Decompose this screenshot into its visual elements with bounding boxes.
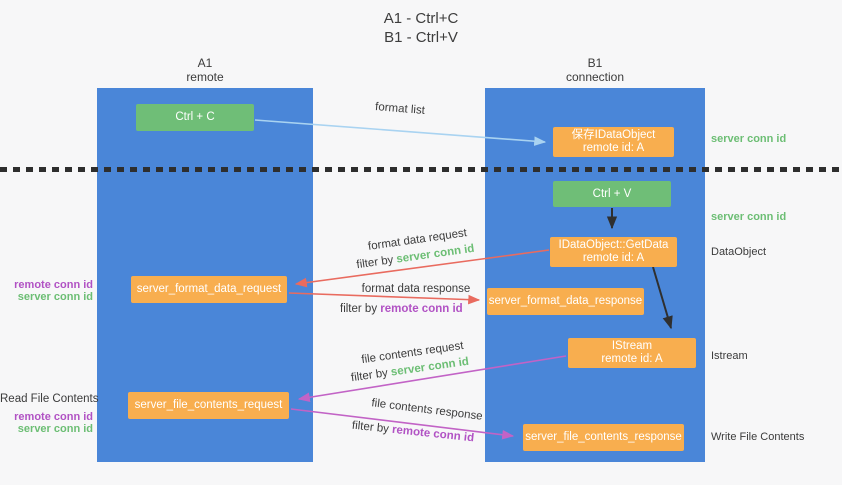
node-istream-line2: remote id: A (601, 353, 663, 365)
server-conn-id-text: server conn id (711, 133, 787, 145)
node-istream-line1: IStream (611, 340, 653, 352)
node-save-idataobject-line2: remote id: A (582, 142, 645, 154)
left-label-read-file-contents: Read File Contents (0, 393, 98, 405)
right-label-server-conn-id-1: server conn id (711, 133, 786, 145)
left-label-conn-ids-2: remote conn id server conn id (0, 411, 93, 435)
istream-text: Istream (711, 350, 748, 362)
node-ctrl-v-label: Ctrl + V (592, 187, 632, 200)
left-label-conn-ids-1: remote conn id server conn id (0, 279, 93, 303)
server-conn-id-text: server conn id (17, 423, 93, 435)
right-column-role: connection (565, 70, 625, 84)
remote-conn-id-highlight: remote conn id (380, 303, 463, 315)
label-file-contents-response-text: file contents response (370, 397, 484, 423)
right-label-server-conn-id-2: server conn id (711, 211, 786, 223)
left-column-role: remote (186, 70, 224, 84)
filter-by-text: filter by (351, 419, 393, 436)
node-server-file-contents-response: server_file_contents_response (523, 424, 684, 451)
left-column-header: A1 remote (97, 56, 313, 84)
node-idataobject-getdata: IDataObject::GetData remote id: A (550, 237, 677, 267)
node-server-format-data-request-label: server_format_data_request (136, 283, 282, 295)
node-save-idataobject: 保存IDataObject remote id: A (553, 127, 674, 157)
node-idataobject-getdata-line1: IDataObject::GetData (558, 239, 669, 251)
title-line-1: A1 - Ctrl+C (383, 10, 459, 27)
diagram-title: A1 - Ctrl+C B1 - Ctrl+V (0, 9, 842, 47)
filter-by-text: filter by (350, 366, 392, 385)
label-format-list: format list (355, 99, 446, 118)
remote-conn-id-text: remote conn id (14, 279, 93, 291)
filter-by-text: filter by (355, 253, 398, 272)
right-column-name: B1 (587, 56, 603, 70)
label-filter-by-remote-conn-id-2: filter by remote conn id (350, 419, 477, 445)
node-server-format-data-response-label: server_format_data_response (488, 295, 643, 307)
dotted-separator-line (0, 167, 842, 172)
node-server-format-data-request: server_format_data_request (131, 276, 287, 303)
node-server-file-contents-request: server_file_contents_request (128, 392, 289, 419)
label-format-data-response-text: format data response (361, 283, 471, 295)
title-line-2: B1 - Ctrl+V (384, 29, 458, 46)
remote-conn-id-highlight: remote conn id (391, 423, 475, 445)
node-istream: IStream remote id: A (568, 338, 696, 368)
write-file-contents-text: Write File Contents (711, 431, 805, 443)
node-server-file-contents-request-label: server_file_contents_request (134, 399, 283, 411)
node-save-idataobject-line1: 保存IDataObject (571, 129, 656, 141)
right-label-istream: Istream (711, 350, 748, 362)
left-column-name: A1 (197, 56, 213, 70)
right-column-header: B1 connection (485, 56, 705, 84)
node-server-format-data-response: server_format_data_response (487, 288, 644, 315)
node-ctrl-c-label: Ctrl + C (175, 111, 215, 123)
label-file-contents-response: file contents response (368, 397, 487, 423)
node-ctrl-c: Ctrl + C (136, 104, 254, 131)
right-label-write-file-contents: Write File Contents (711, 431, 804, 443)
node-idataobject-getdata-line2: remote id: A (582, 252, 645, 264)
label-filter-by-remote-conn-id-1: filter by remote conn id (340, 303, 463, 315)
label-format-list-text: format list (374, 101, 426, 117)
server-conn-id-text: server conn id (17, 291, 93, 303)
node-server-file-contents-response-label: server_file_contents_response (525, 431, 682, 443)
read-file-contents-text: Read File Contents (0, 393, 99, 405)
right-label-dataobject: DataObject (711, 246, 766, 258)
filter-by-text: filter by (340, 303, 381, 315)
label-format-data-response: format data response (360, 283, 472, 295)
remote-conn-id-text: remote conn id (14, 411, 93, 423)
node-ctrl-v: Ctrl + V (553, 181, 671, 207)
server-conn-id-text: server conn id (711, 211, 787, 223)
dataobject-text: DataObject (711, 246, 767, 258)
